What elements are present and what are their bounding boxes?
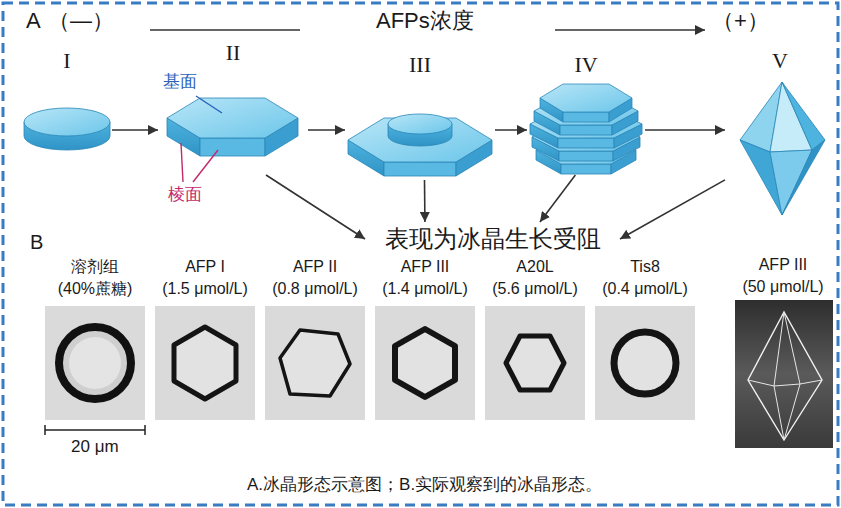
stage-node: III: [345, 52, 495, 180]
scale-bar: [45, 425, 145, 435]
sample-panel: A20L(5.6 μmol/L): [480, 256, 590, 422]
arrow-connector: [308, 129, 345, 131]
text-label: 基面: [163, 71, 197, 92]
node-label: AFP I: [185, 256, 225, 278]
dashed-frame: [3, 3, 838, 505]
stage-node: V: [725, 48, 835, 220]
sample-panel: AFP I(1.5 μmol/L): [150, 256, 260, 422]
micrograph: [45, 306, 145, 420]
text-label: （—）: [48, 8, 114, 34]
stage-node: IV: [527, 52, 645, 175]
node-label: IV: [574, 52, 597, 78]
sample-panel: 溶剂组(40%蔗糖): [40, 256, 150, 422]
node-label: I: [63, 48, 70, 74]
node-label: AFP III: [759, 254, 808, 276]
node-label: A20L: [516, 256, 553, 278]
node-sublabel: (0.8 μmol/L): [272, 278, 358, 300]
crystal-stepped: [348, 114, 492, 176]
text-label: （+）: [712, 8, 769, 34]
node-label: AFP III: [401, 256, 450, 278]
result-box: 表现为冰晶生长受阻: [365, 222, 620, 256]
sample-panel: Tis8(0.4 μmol/L): [590, 256, 700, 422]
arrow-connector: [495, 129, 527, 131]
crystal-stack: [530, 84, 642, 174]
stage-node: II: [158, 40, 308, 175]
text-label: AFPs浓度: [376, 8, 474, 34]
arrow-connector: [112, 129, 158, 131]
node-sublabel: (0.4 μmol/L): [602, 278, 688, 300]
node-sublabel: (40%蔗糖): [58, 278, 133, 300]
sample-panel: AFP II(0.8 μmol/L): [260, 256, 370, 422]
crystal-photo: [735, 300, 833, 448]
node-label: V: [772, 48, 788, 74]
micrograph: [595, 306, 695, 420]
axis-line: [150, 29, 300, 31]
node-label: II: [226, 40, 241, 66]
stage-node: I: [22, 48, 112, 158]
crystal-disc: [24, 108, 110, 150]
sample-panel: AFP III(1.4 μmol/L): [370, 256, 480, 422]
arrow-connector: [620, 180, 725, 239]
node-label: 表现为冰晶生长受阻: [385, 223, 601, 255]
node-sublabel: (1.4 μmol/L): [382, 278, 468, 300]
leader-line: [193, 150, 218, 182]
text-label: B: [30, 230, 43, 254]
sample-panel: AFP III(50 μmol/L): [728, 254, 838, 450]
node-label: Tis8: [630, 256, 660, 278]
micrograph: [265, 306, 365, 420]
crystal-hex-plate: [167, 98, 298, 156]
node-sublabel: (50 μmol/L): [742, 276, 823, 298]
leader-line: [181, 143, 183, 182]
node-label: III: [409, 52, 431, 78]
node-label: 溶剂组: [71, 256, 119, 278]
leader-line: [196, 96, 222, 113]
node-sublabel: (5.6 μmol/L): [492, 278, 578, 300]
node-label: AFP II: [293, 256, 337, 278]
axis-arrow: [555, 29, 705, 31]
text-label: 棱面: [168, 184, 202, 205]
arrow-connector: [424, 180, 426, 222]
micrograph: [485, 306, 585, 420]
text-label: A: [26, 8, 41, 34]
micrograph: [375, 306, 475, 420]
text-label: 20 μm: [71, 436, 119, 457]
crystal-bipyramid: [740, 82, 825, 215]
arrow-connector: [540, 175, 575, 222]
arrow-connector: [266, 175, 365, 239]
micrograph: [155, 306, 255, 420]
node-sublabel: (1.5 μmol/L): [162, 278, 248, 300]
figure-caption: A.冰晶形态示意图；B.实际观察到的冰晶形态。: [247, 474, 602, 496]
arrow-connector: [645, 129, 725, 131]
